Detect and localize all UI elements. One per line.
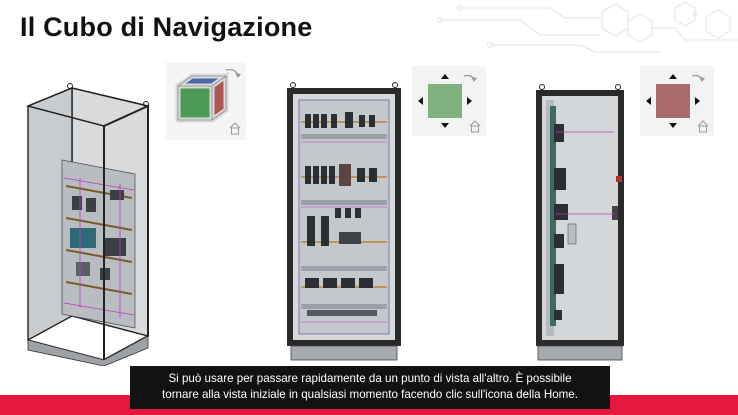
nav-cube-side-icon[interactable] xyxy=(640,66,714,136)
nav-cube-front-icon[interactable] xyxy=(412,66,486,136)
page-title: Il Cubo di Navigazione xyxy=(20,12,313,42)
circuit-decoration xyxy=(436,1,738,53)
nav-cube-full-icon[interactable] xyxy=(166,62,246,140)
caption-line-2: tornare alla vista iniziale in qualsiasi… xyxy=(162,388,578,401)
caption-box: Si può usare per passare rapidamente da … xyxy=(130,366,610,409)
caption-line-1: Si può usare per passare rapidamente da … xyxy=(168,372,572,385)
cabinet-iso-view xyxy=(25,83,151,366)
cabinet-front-view xyxy=(287,82,401,361)
home-icon xyxy=(229,122,241,135)
home-icon xyxy=(469,120,481,133)
home-icon xyxy=(697,120,709,133)
cabinet-side-view xyxy=(536,84,624,361)
